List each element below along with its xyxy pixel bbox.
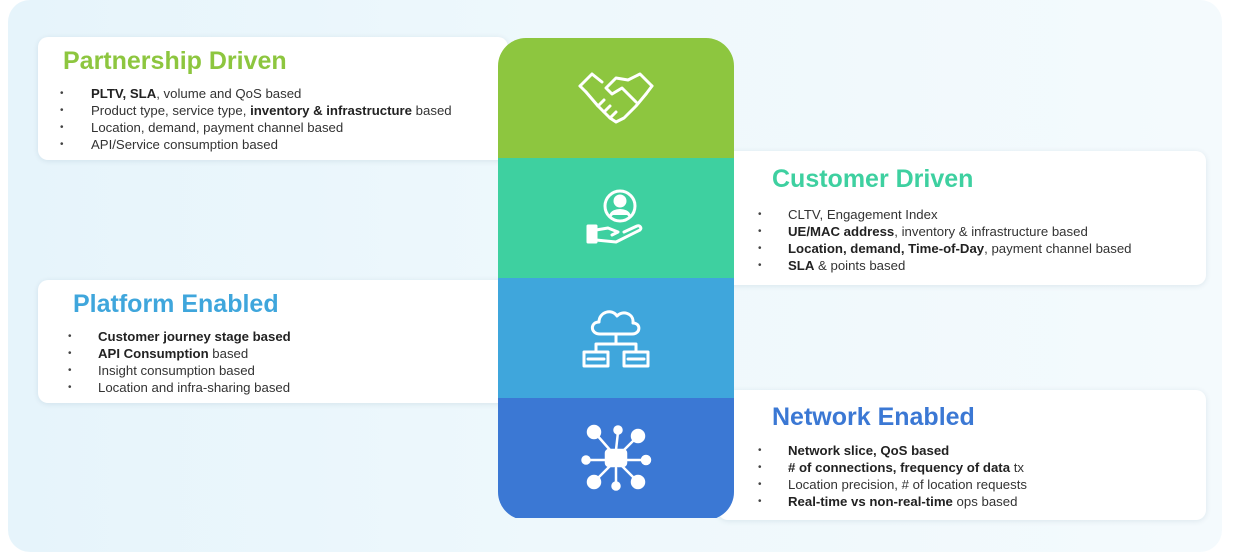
network-list: Network slice, QoS based # of connection…	[718, 442, 1027, 510]
handshake-icon	[578, 72, 654, 124]
list-item: Location, demand, Time-of-Day, payment c…	[718, 240, 1132, 257]
list-item: Insight consumption based	[38, 362, 291, 379]
network-title: Network Enabled	[772, 403, 975, 431]
list-item: # of connections, frequency of data tx	[718, 459, 1027, 476]
list-item: API/Service consumption based	[38, 136, 452, 153]
customer-card: Customer Driven CLTV, Engagement Index U…	[718, 151, 1206, 285]
list-item: Location precision, # of location reques…	[718, 476, 1027, 493]
list-item: Network slice, QoS based	[718, 442, 1027, 459]
pillar-segment-customer	[498, 158, 734, 278]
pillar-segment-network	[498, 398, 734, 518]
platform-card: Platform Enabled Customer journey stage …	[38, 280, 508, 403]
list-item: Real-time vs non-real-time ops based	[718, 493, 1027, 510]
list-item: Location, demand, payment channel based	[38, 119, 452, 136]
partnership-list: PLTV, SLA, volume and QoS based Product …	[38, 85, 452, 153]
list-item: Customer journey stage based	[38, 328, 291, 345]
customer-list: CLTV, Engagement Index UE/MAC address, i…	[718, 206, 1132, 274]
list-item: PLTV, SLA, volume and QoS based	[38, 85, 452, 102]
list-item: SLA & points based	[718, 257, 1132, 274]
network-hub-icon	[581, 424, 652, 491]
partnership-title: Partnership Driven	[63, 47, 287, 75]
partnership-card: Partnership Driven PLTV, SLA, volume and…	[38, 37, 508, 160]
cloud-network-icon	[582, 310, 650, 368]
pillar-segment-platform	[498, 278, 734, 398]
user-hand-icon	[586, 189, 643, 244]
list-item: Product type, service type, inventory & …	[38, 102, 452, 119]
list-item: Location and infra-sharing based	[38, 379, 291, 396]
customer-title: Customer Driven	[772, 165, 974, 193]
central-pillar	[498, 38, 734, 520]
pillar-segment-partnership	[498, 38, 734, 158]
platform-list: Customer journey stage based API Consump…	[38, 328, 291, 396]
list-item: CLTV, Engagement Index	[718, 206, 1132, 223]
platform-title: Platform Enabled	[73, 290, 279, 318]
list-item: API Consumption based	[38, 345, 291, 362]
list-item: UE/MAC address, inventory & infrastructu…	[718, 223, 1132, 240]
network-card: Network Enabled Network slice, QoS based…	[718, 390, 1206, 520]
